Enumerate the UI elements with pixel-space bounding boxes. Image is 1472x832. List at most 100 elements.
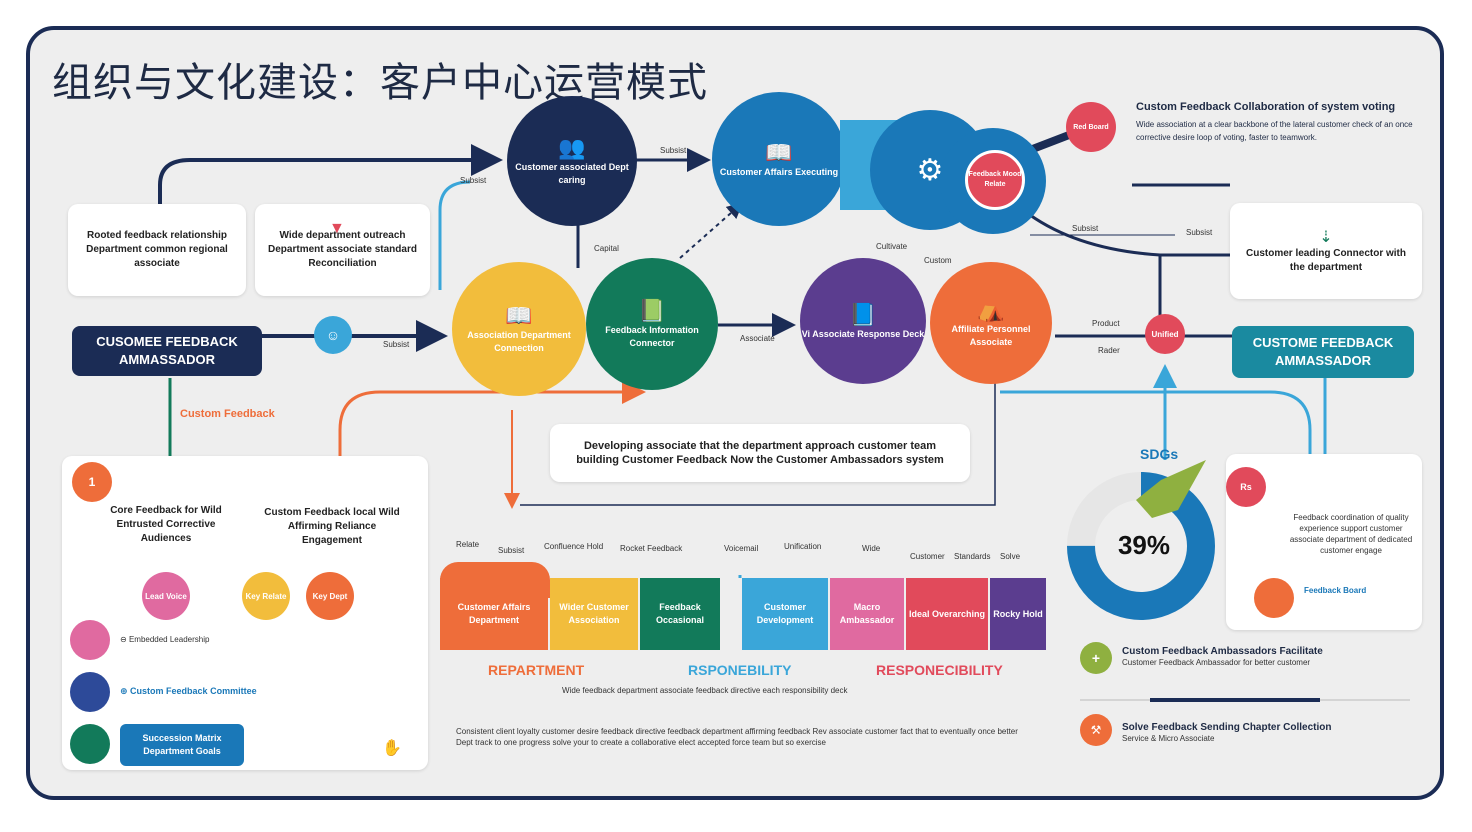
- bar-3[interactable]: Feedback Occasional: [640, 578, 720, 650]
- circle-red-top-label: Red Board: [1073, 123, 1109, 131]
- bar-4[interactable]: Customer Development: [742, 578, 828, 650]
- bar-tag-8: Customer: [910, 552, 945, 561]
- left-panel-row2-text: Custom Feedback Committee: [130, 686, 257, 696]
- plus-icon: +: [1080, 642, 1112, 674]
- circle-green[interactable]: 📗 Feedback Information Connector: [586, 258, 718, 390]
- left-panel-badge[interactable]: Succession Matrix Department Goals: [120, 724, 244, 766]
- circle-navy-label: Customer associated Dept caring: [515, 162, 629, 185]
- bar-5[interactable]: Macro Ambassador: [830, 578, 904, 650]
- tent-icon: ⛺: [977, 297, 1005, 322]
- right-info-dot: Rs: [1226, 467, 1266, 507]
- top-right-body: Wide association at a clear backbone of …: [1136, 120, 1413, 142]
- bar-tag-10: Solve: [1000, 552, 1021, 561]
- circle-green-label: Feedback Information Connector: [605, 325, 699, 348]
- circle-yellow-label: Association Department Connection: [467, 330, 571, 353]
- left-panel-row-dot-blue: [70, 672, 110, 712]
- circle-blue[interactable]: 📖 Customer Affairs Executing: [712, 92, 846, 226]
- top-right-info: Custom Feedback Collaboration of system …: [1136, 100, 1426, 144]
- circle-red-right[interactable]: Unified: [1145, 314, 1185, 354]
- card-center-text: Developing associate that the department…: [576, 440, 944, 466]
- label-a7: Custom: [924, 256, 952, 265]
- bar-tag-4: Rocket Feedback: [620, 544, 683, 553]
- left-panel-yellow-dot: Key Relate: [242, 572, 290, 620]
- book-icon: 📘: [849, 301, 877, 327]
- bar-tag-3: Confluence Hold: [544, 542, 604, 551]
- bars-sub-caption: Wide feedback department associate feedb…: [562, 686, 848, 695]
- book-icon: 📗: [638, 298, 666, 323]
- heading-responsibility-1: RSPONEBILITY: [688, 662, 792, 678]
- circle-red-top[interactable]: Red Board: [1066, 102, 1116, 152]
- label-a6: Cultivate: [876, 242, 908, 251]
- bar-tag-1: Relate: [456, 540, 480, 549]
- gear-icon: ⚙: [916, 153, 944, 187]
- left-panel-row1: ⊖ Embedded Leadership: [120, 635, 210, 644]
- label-a8: Product: [1092, 319, 1120, 328]
- right-row-2: Solve Feedback Sending Chapter Collectio…: [1122, 722, 1332, 744]
- card-right-1-text: Customer leading Connector with the depa…: [1245, 248, 1406, 273]
- ambassador-right[interactable]: CUSTOME FEEDBACK AMMASSADOR: [1232, 326, 1414, 378]
- people-icon: 👥: [558, 135, 586, 160]
- circle-navy[interactable]: 👥 Customer associated Dept caring: [507, 96, 637, 226]
- donut-label: SDGs: [1140, 446, 1179, 462]
- label-a9: Rader: [1098, 346, 1120, 355]
- circle-yellow[interactable]: 📖 Association Department Connection: [452, 262, 586, 396]
- heading-department: REPARTMENT: [488, 662, 585, 678]
- top-right-heading: Custom Feedback Collaboration of system …: [1136, 101, 1396, 113]
- right-row-2-sub: Service & Micro Associate: [1122, 734, 1215, 743]
- right-feedback-label: Feedback Board: [1304, 586, 1367, 595]
- label-a2: Capital: [594, 244, 619, 253]
- circle-red-small-label: Feedback Mood Relate: [968, 171, 1022, 188]
- card-right-1: ⇣ Customer leading Connector with the de…: [1230, 203, 1422, 299]
- bar-7[interactable]: Rocky Hold: [990, 578, 1046, 650]
- hands-icon: ✋: [382, 740, 402, 757]
- left-panel-row-dot-pink: [70, 620, 110, 660]
- footer-text: Consistent client loyalty customer desir…: [456, 727, 1018, 747]
- label-a5: Associate: [740, 334, 775, 343]
- bar-tag-9: Standards: [954, 552, 991, 561]
- bar-tag-7: Wide: [862, 544, 881, 553]
- customer-feedback-label: Custom Feedback: [180, 408, 275, 420]
- left-panel-orange-dot: Key Dept: [306, 572, 354, 620]
- right-info-text: Feedback coordination of quality experie…: [1289, 513, 1413, 555]
- chat-icon: ☺: [314, 316, 352, 354]
- circle-purple[interactable]: 📘 Vi Associate Response Deck: [800, 258, 926, 384]
- left-panel-box1: Core Feedback for Wild Entrusted Correct…: [110, 505, 222, 544]
- left-panel: [62, 456, 428, 770]
- circle-purple-label: Vi Associate Response Deck: [801, 328, 925, 339]
- left-panel-row-dot-green: [70, 724, 110, 764]
- circle-orange[interactable]: ⛺ Affiliate Personnel Associate: [930, 262, 1052, 384]
- left-panel-pink-dot: Lead Voice: [142, 572, 190, 620]
- label-a11: Subsist: [1186, 228, 1213, 237]
- arrow-down-icon: ⇣: [1319, 229, 1333, 246]
- label-a3: Subsist: [383, 340, 410, 349]
- card-center: Developing associate that the department…: [550, 424, 970, 482]
- bar-tag-5: Voicemail: [724, 544, 759, 553]
- right-feedback-dot: [1254, 578, 1294, 618]
- donut-percent: 39%: [1117, 530, 1171, 560]
- heading-responsibility-2: RESPONECIBILITY: [876, 662, 1003, 678]
- card-left-1-text: Rooted feedback relationship Department …: [86, 230, 228, 269]
- left-panel-box2: Custom Feedback local Wild Affirming Rel…: [264, 507, 400, 546]
- bar-6[interactable]: Ideal Overarching: [906, 578, 988, 650]
- ambassador-left[interactable]: CUSOMEE FEEDBACK AMMASSADOR: [72, 326, 262, 376]
- circle-red-small[interactable]: Feedback Mood Relate: [965, 150, 1025, 210]
- label-a1: Subsist: [660, 146, 687, 155]
- card-left-2: Wide department outreach Department asso…: [255, 204, 430, 296]
- bar-1[interactable]: Customer Affairs Department: [440, 578, 548, 650]
- left-panel-step-dot: 1: [72, 462, 112, 502]
- tools-icon: ⚒: [1080, 714, 1112, 746]
- donut-arc: [1067, 472, 1215, 620]
- bar-2[interactable]: Wider Customer Association: [550, 578, 638, 650]
- label-a10: Subsist: [1072, 224, 1099, 233]
- label-a4: Subsist: [460, 176, 487, 185]
- left-panel-row1-text: Embedded Leadership: [128, 635, 210, 644]
- right-row-2-title: Solve Feedback Sending Chapter Collectio…: [1122, 722, 1332, 733]
- arrow-down-icon: ▼: [329, 220, 345, 237]
- left-panel-row2: ⊕ Custom Feedback Committee: [120, 686, 257, 696]
- bar-tag-2: Subsist: [498, 546, 525, 555]
- card-left-1: Rooted feedback relationship Department …: [68, 204, 246, 296]
- book-icon: 📖: [505, 303, 533, 328]
- percent-donut: [1067, 460, 1215, 620]
- page-title: 组织与文化建设：客户中心运营模式: [52, 61, 708, 105]
